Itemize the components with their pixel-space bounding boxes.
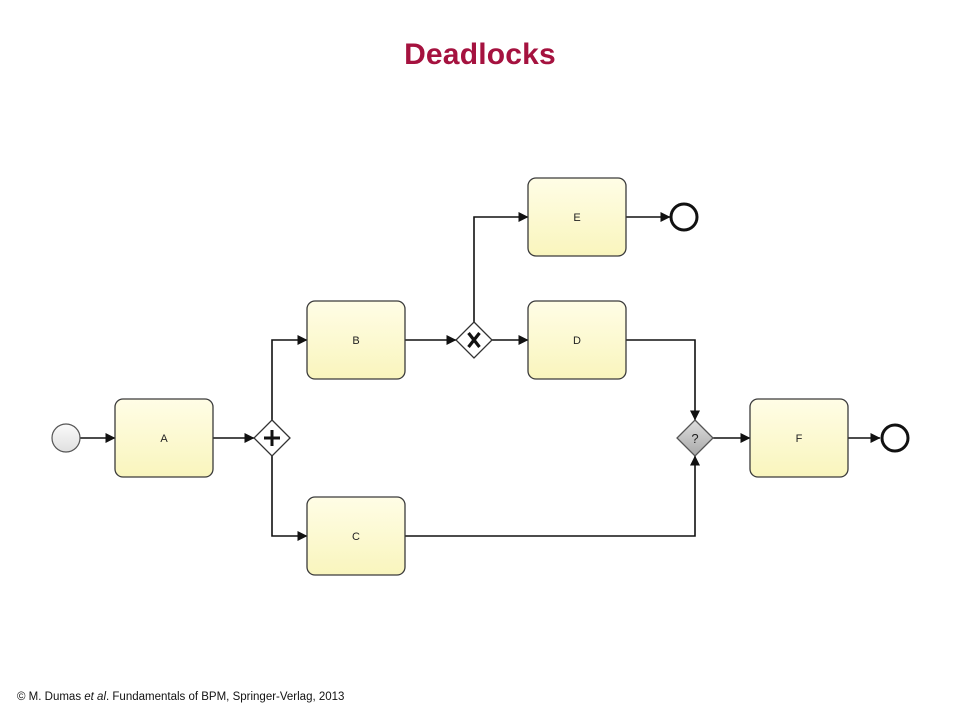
task-e: E xyxy=(527,177,627,257)
sequence-flows xyxy=(80,212,881,541)
task-d: D xyxy=(527,300,627,380)
parallel-split-gateway xyxy=(253,419,291,457)
end-event-right xyxy=(880,423,910,453)
task-c-label: C xyxy=(352,531,360,543)
task-b: B xyxy=(306,300,406,380)
task-f-label: F xyxy=(796,433,803,445)
copyright-footer: © M. Dumas et al. Fundamentals of BPM, S… xyxy=(17,691,344,703)
footer-prefix: © M. Dumas xyxy=(17,691,85,703)
task-a: A xyxy=(114,398,214,478)
unknown-join-gateway: ? xyxy=(676,419,714,457)
task-f: F xyxy=(749,398,849,478)
footer-suffix: . Fundamentals of BPM, Springer-Verlag, … xyxy=(106,691,345,703)
task-a-label: A xyxy=(160,433,168,445)
start-event xyxy=(51,423,81,453)
footer-italic: et al xyxy=(84,691,107,703)
task-c: C xyxy=(306,496,406,576)
task-b-label: B xyxy=(352,335,359,347)
xor-split-gateway xyxy=(455,321,493,359)
question-icon: ? xyxy=(691,431,698,446)
flow-d-to-join-gateway xyxy=(626,339,700,421)
end-event-top xyxy=(669,202,699,232)
plus-icon xyxy=(264,430,280,446)
task-d-label: D xyxy=(573,335,581,347)
flow-c-to-join-gateway xyxy=(405,455,700,537)
task-e-label: E xyxy=(573,212,580,224)
flow-and-gateway-to-c xyxy=(271,456,308,541)
flow-and-gateway-to-b xyxy=(271,335,308,420)
x-icon xyxy=(467,332,481,348)
flow-xor-gateway-to-e xyxy=(473,212,529,322)
slide-title: Deadlocks xyxy=(404,38,556,71)
